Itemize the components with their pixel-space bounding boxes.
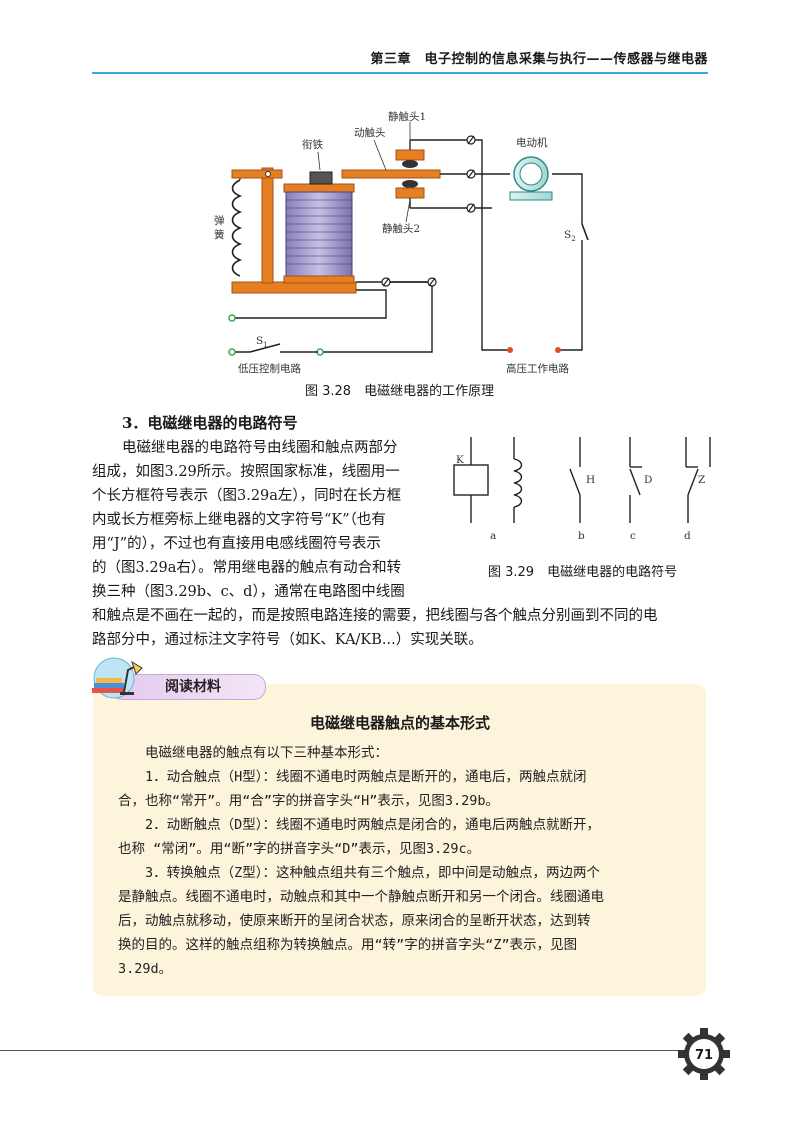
paragraph-line: 换三种（图3.29b、c、d），通常在电路图中线圈 [92, 584, 405, 600]
section-title: 3．电磁继电器的电路符号 [122, 414, 298, 432]
label-spring: 弹 [214, 214, 225, 227]
pivot-icon [265, 171, 271, 177]
paragraph-line: 路部分中，通过标注文字符号（如K、KA/KB...）实现关联。 [92, 632, 483, 648]
reading-line: 换的目的。这样的触点组称为转换触点。用“转”字的拼音字头“Z”表示，见图 [118, 937, 578, 953]
paragraph-line: 个长方框符号表示（图3.29a左），同时在长方框 [92, 488, 402, 504]
footer-rule [0, 1050, 690, 1051]
paragraph-line: 的（图3.29a右）。常用继电器的触点有动合和转 [92, 560, 402, 576]
reading-line: 也称 “常闭”。用“断”字的拼音字头“D”表示，见图3.29c。 [118, 841, 481, 857]
reading-material-tab [110, 674, 266, 700]
symbol-k-label: K [456, 454, 464, 466]
reading-title: 电磁继电器触点的基本形式 [309, 714, 490, 732]
reading-line: 合，也称“常开”。用“合”字的拼音字头“H”表示，见图3.29b。 [118, 793, 500, 809]
label-moving-contact: 动触头 [354, 126, 386, 139]
label-static-contact-2: 静触头2 [382, 222, 420, 235]
paragraph-line: 电磁继电器的电路符号由线圈和触点两部分 [122, 440, 398, 456]
label-motor: 电动机 [516, 136, 548, 149]
relay-base [231, 281, 357, 294]
chapter-header: 第三章 电子控制的信息采集与执行——传感器与继电器 [370, 52, 708, 67]
coil-icon [285, 191, 353, 277]
symbol-d-label: D [644, 474, 652, 486]
label-static-contact-1: 静触头1 [388, 110, 426, 123]
reading-body: 电磁继电器的触点有以下三种基本形式： 1．动合触点（H型）：线圈不通电时两触点是… [118, 741, 604, 981]
section-paragraph: 电磁继电器的电路符号由线圈和触点两部分 组成，如图3.29所示。按照国家标准，线… [92, 436, 658, 652]
spring-icon [231, 179, 243, 277]
figure-329-caption: 图 3.29 电磁继电器的电路符号 [488, 565, 678, 580]
label-s2: S2 [564, 229, 576, 243]
reading-line: 3.29d。 [118, 961, 173, 977]
reading-line: 电磁继电器的触点有以下三种基本形式： [118, 745, 388, 761]
relay-principle-diagram: 静触头1 动触头 衔铁 电动机 弹 簧 静触头2 S2 S1 低压控制电路 高压… [214, 110, 589, 375]
reading-line: 2．动断触点（D型）：线圈不通电时两触点是闭合的，通电后两触点就断开， [118, 817, 601, 833]
relay-post [261, 167, 274, 284]
reading-material-box [93, 684, 706, 996]
figure-328-caption: 图 3.28 电磁继电器的工作原理 [305, 384, 495, 399]
figure-label-a: a [490, 530, 496, 542]
label-low-voltage-circuit: 低压控制电路 [238, 362, 301, 375]
page-number: 71 [694, 1048, 714, 1063]
hv-terminal-icon [555, 347, 561, 353]
reading-line: 1．动合触点（H型）：线圈不通电时两触点是断开的，通电后，两触点就闭 [118, 769, 587, 785]
label-armature: 衔铁 [302, 138, 323, 151]
label-s1: S1 [256, 335, 268, 349]
paragraph-line: 内或长方框旁标上继电器的文字符号“K”（也有 [92, 512, 386, 528]
reading-material-label: 阅读材料 [165, 679, 221, 695]
switch-s2-icon [581, 223, 589, 241]
header-rule [92, 72, 708, 74]
books-lamp-icon [92, 657, 143, 699]
figure-label-c: c [630, 530, 636, 542]
switch-s1-icon [249, 343, 281, 353]
paragraph-line: 和触点是不画在一起的，而是按照电路连接的需要，把线圈与各个触点分别画到不同的电 [92, 608, 658, 624]
gear-icon [678, 1028, 730, 1080]
paragraph-line: 组成，如图3.29所示。按照国家标准，线圈用一 [92, 464, 400, 480]
figure-label-b: b [578, 530, 585, 542]
reading-line: 是静触点。线圈不通电时，动触点和其中一个静触点断开和另一个闭合。线圈通电 [118, 889, 604, 905]
contact-z-icon [687, 468, 699, 496]
symbol-h-label: H [586, 474, 595, 486]
contact-d-icon [629, 468, 641, 496]
contact-h-icon [569, 468, 581, 496]
armature-arm [341, 169, 441, 179]
paragraph-line: 用“J”的），不过也有直接用电感线圈符号表示 [92, 536, 381, 552]
reading-line: 后，动触点就移动，使原来断开的呈闭合状态，原来闭合的呈断开状态，达到转 [118, 913, 591, 929]
armature-left [231, 169, 283, 179]
relay-symbols-diagram: K H D Z a b c d [453, 437, 711, 542]
coil-box-icon [453, 464, 489, 496]
label-high-voltage-circuit: 高压工作电路 [506, 362, 569, 375]
symbol-z-label: Z [698, 474, 705, 486]
hv-terminal-icon [507, 347, 513, 353]
label-spring: 簧 [214, 228, 225, 241]
figure-label-d: d [684, 530, 691, 542]
reading-line: 3．转换触点（Z型）：这种触点组共有三个触点，即中间是动触点，两边两个 [118, 865, 601, 881]
inductor-coil-icon [513, 458, 523, 508]
